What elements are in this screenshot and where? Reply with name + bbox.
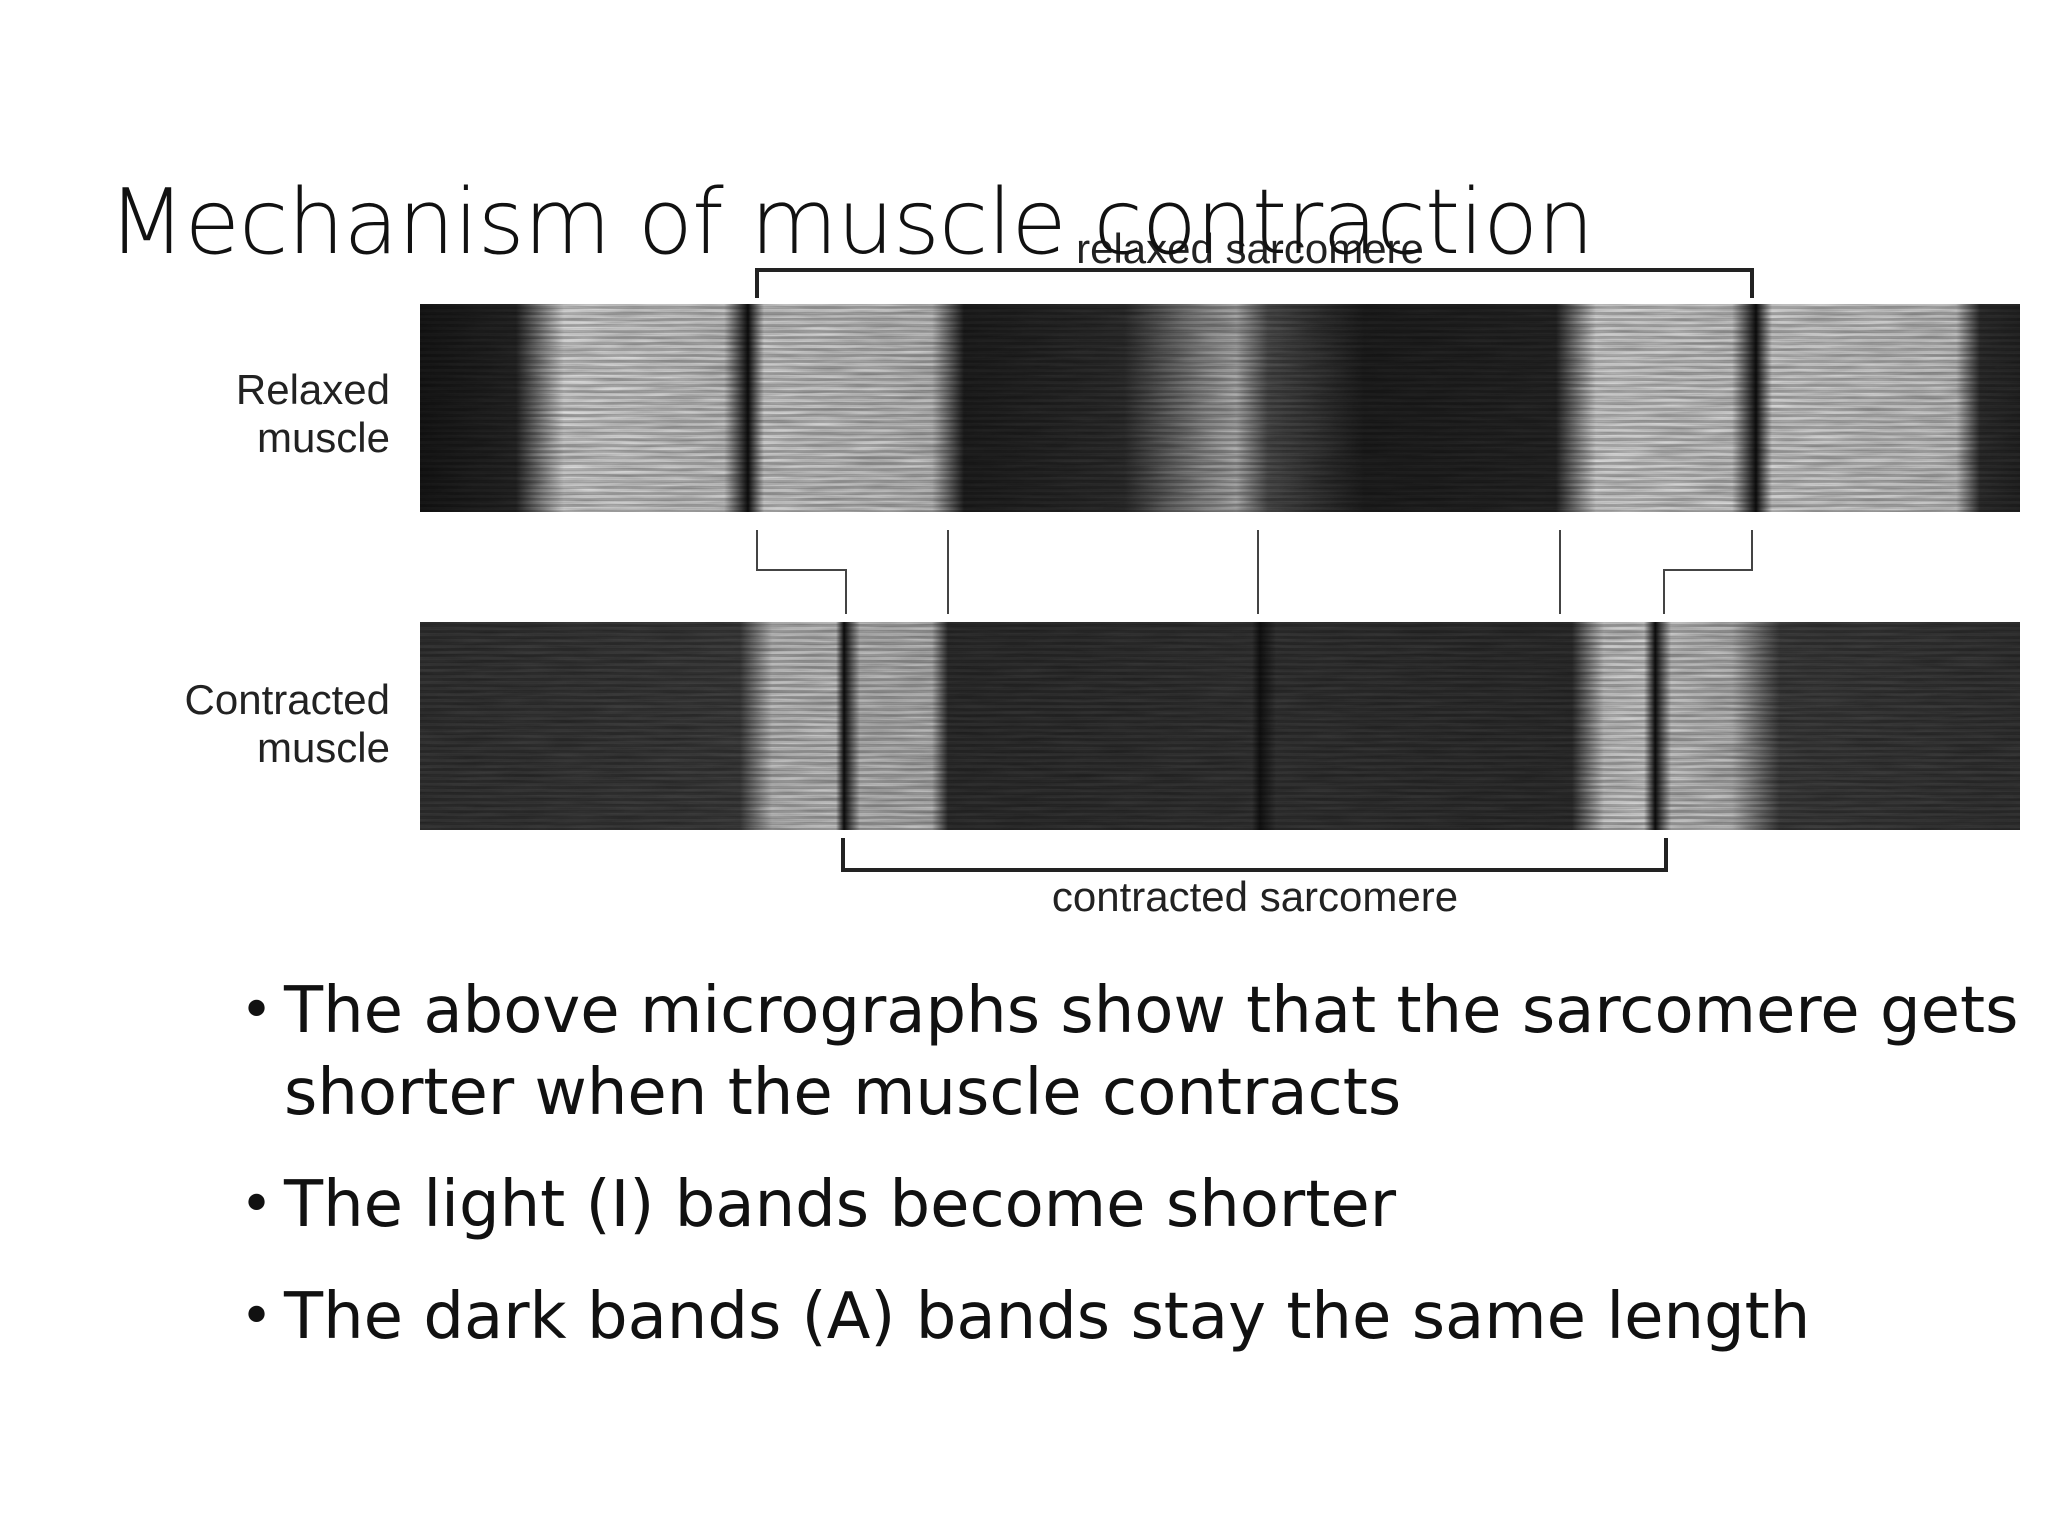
bullet-item: • The light (I) bands become shorter bbox=[240, 1164, 2040, 1246]
relaxed-sarcomere-bracket bbox=[755, 268, 1754, 298]
relaxed-sarcomere-label: relaxed sarcomere bbox=[1076, 225, 1424, 272]
contracted-sarcomere-bracket bbox=[841, 838, 1668, 872]
contracted-label-line1: Contracted bbox=[184, 676, 390, 723]
relaxed-muscle-label: Relaxed muscle bbox=[90, 366, 390, 462]
contracted-sarcomere-label: contracted sarcomere bbox=[1051, 873, 1459, 920]
micrograph-figure: Relaxed muscle Contracted muscle relaxed… bbox=[90, 225, 2020, 920]
micrograph-diagram bbox=[420, 268, 2020, 872]
relaxed-label-line1: Relaxed bbox=[235, 366, 390, 413]
bullet-dot: • bbox=[240, 1172, 274, 1237]
bullet-item: • The above micrographs show that the sa… bbox=[240, 970, 2040, 1134]
bullet-dot: • bbox=[240, 978, 274, 1043]
contracted-label-line2: muscle bbox=[256, 724, 390, 771]
contracted-muscle-label: Contracted muscle bbox=[90, 676, 390, 772]
bullet-text: The above micrographs show that the sarc… bbox=[284, 974, 2019, 1130]
bullet-item: • The dark bands (A) bands stay the same… bbox=[240, 1276, 2040, 1358]
band-connector-lines bbox=[756, 530, 1753, 614]
bullet-text: The light (I) bands become shorter bbox=[284, 1168, 1396, 1242]
relaxed-micrograph bbox=[420, 304, 2020, 512]
bullet-text: The dark bands (A) bands stay the same l… bbox=[284, 1280, 1811, 1354]
bullet-dot: • bbox=[240, 1284, 274, 1349]
relaxed-label-line2: muscle bbox=[256, 414, 390, 461]
contracted-micrograph bbox=[420, 622, 2020, 830]
slide-title: Mechanism of muscle contraction bbox=[108, 170, 1594, 275]
bullet-list: • The above micrographs show that the sa… bbox=[240, 970, 2040, 1388]
